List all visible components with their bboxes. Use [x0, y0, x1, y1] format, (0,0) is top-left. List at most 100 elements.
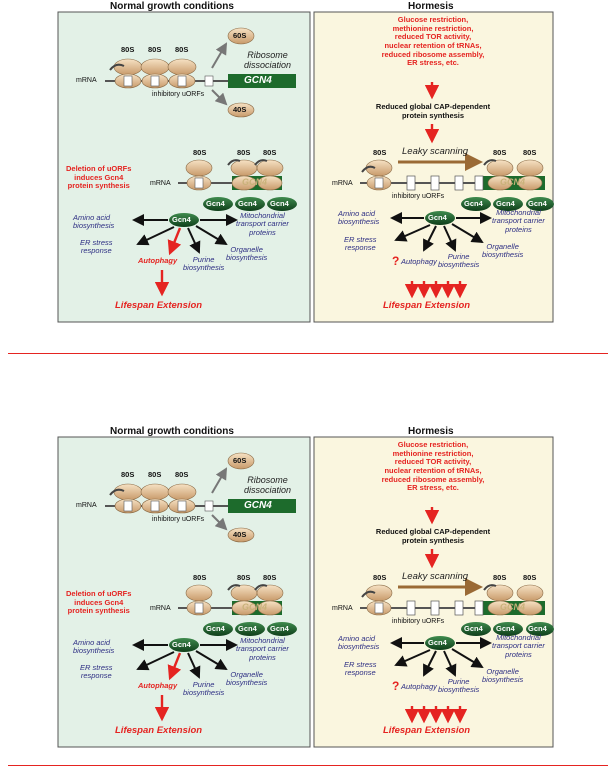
gcn4-protein — [169, 638, 199, 652]
figure-graphics — [57, 11, 554, 323]
purine-label: Purine biosynthesis — [438, 252, 480, 270]
gcn4-protein — [425, 636, 455, 650]
lifespan-extension-label: Lifespan Extension — [383, 300, 471, 311]
gcn4-protein-label: Gcn4 — [428, 213, 447, 222]
question-mark: ? — [392, 254, 400, 268]
ribosome-label: 80S — [373, 573, 387, 582]
gcn4-protein-label: Gcn4 — [172, 215, 191, 224]
mrna-label: mRNA — [76, 77, 97, 84]
ribosome-80s — [185, 584, 213, 616]
gcn4-gene-label: GCN4 — [242, 602, 268, 612]
gcn4-gene-label: GCN4 — [500, 177, 526, 187]
mito-label: Mitochondrial transport carrier proteins — [236, 636, 289, 662]
mito-label: Mitochondrial transport carrier proteins — [236, 211, 289, 237]
uorfs-label: inhibitory uORFs — [152, 516, 205, 523]
ribosome-label: 80S — [121, 470, 135, 479]
subunit-60s — [227, 27, 255, 45]
ribosome-80s — [140, 58, 170, 89]
uorf-box — [474, 600, 484, 616]
purine-label: Purine biosynthesis — [438, 677, 480, 695]
ribosome-label: 80S — [493, 148, 507, 157]
figure-copy-2: Normal growth conditions 80S 80S 80S 60S… — [0, 425, 615, 755]
ribosome-dissociation-label: Ribosome dissociation — [244, 50, 292, 70]
gcn4-protein-label: Gcn4 — [206, 624, 225, 633]
ribosome-label: 80S — [263, 573, 277, 582]
mrna-label: mRNA — [332, 180, 353, 187]
lifespan-extension-label: Lifespan Extension — [383, 725, 471, 736]
figure-copy-1: Normal growth conditions 80S 80S 80S 60S… — [0, 0, 615, 330]
figure-graphics — [57, 436, 554, 748]
ribosome-80s — [365, 159, 393, 191]
gcn4-protein — [526, 197, 554, 211]
ribosome-label: 80S — [237, 148, 251, 157]
gcn4-protein-label: Gcn4 — [496, 199, 515, 208]
panel-title: Normal growth conditions — [110, 426, 234, 437]
gcn4-protein-label: Gcn4 — [270, 199, 289, 208]
deletion-uorfs-text: Deletion of uORFs induces Gcn4 protein s… — [66, 164, 132, 191]
mrna-label: mRNA — [332, 605, 353, 612]
subunit-40s-label: 40S — [233, 105, 247, 114]
gcn4-protein — [425, 211, 455, 225]
amino-acid-label: Amino acid biosynthesis — [338, 634, 380, 652]
red-separator — [8, 353, 608, 354]
gcn4-protein — [267, 622, 297, 636]
gcn4-protein — [493, 197, 523, 211]
reduced-cap-synthesis: Reduced global CAP-dependent protein syn… — [375, 102, 491, 120]
gcn4-gene-label: GCN4 — [242, 177, 268, 187]
mrna-label: mRNA — [76, 502, 97, 509]
reduced-cap-synthesis: Reduced global CAP-dependent protein syn… — [375, 527, 491, 545]
gcn4-protein-label: Gcn4 — [464, 624, 483, 633]
uorf-box — [474, 175, 484, 191]
ribosome-80s — [516, 584, 544, 616]
er-stress-label: ER stress response — [344, 660, 377, 678]
ribosome-label: 80S — [493, 573, 507, 582]
er-stress-label: ER stress response — [80, 663, 113, 681]
ribosome-label: 80S — [175, 45, 189, 54]
panel-title: Normal growth conditions — [110, 1, 234, 12]
uorf-box — [430, 175, 440, 191]
gcn4-protein-label: Gcn4 — [464, 199, 483, 208]
ribosome-80s — [167, 58, 197, 89]
uorfs-label: inhibitory uORFs — [392, 618, 445, 625]
gcn4-protein-label: Gcn4 — [238, 199, 257, 208]
red-separator — [8, 765, 608, 766]
er-stress-label: ER stress response — [344, 235, 377, 253]
gcn4-protein-label: Gcn4 — [206, 199, 225, 208]
ribosome-80s — [185, 159, 213, 191]
subunit-60s — [227, 452, 255, 470]
gcn4-protein — [493, 622, 523, 636]
gcn4-gene-box — [228, 499, 296, 513]
ribosome-label: 80S — [523, 148, 537, 157]
question-mark: ? — [392, 679, 400, 693]
ribosome-80s — [365, 584, 393, 616]
gcn4-protein — [203, 197, 233, 211]
subunit-40s — [227, 102, 255, 118]
ribosome-80s — [230, 584, 258, 616]
leaky-scanning-label: Leaky scanning — [402, 146, 469, 157]
mrna-label: mRNA — [150, 605, 171, 612]
mrna-label: mRNA — [150, 180, 171, 187]
lifespan-extension-label: Lifespan Extension — [115, 725, 203, 736]
er-stress-label: ER stress response — [80, 238, 113, 256]
hormesis-causes: Glucose restriction, methionine restrict… — [381, 15, 485, 68]
ribosome-80s — [140, 483, 170, 514]
gcn4-protein — [526, 622, 554, 636]
gcn4-protein-label: Gcn4 — [428, 638, 447, 647]
organelle-label: Organelle biosynthesis — [482, 242, 524, 260]
ribosome-80s — [486, 584, 514, 616]
lifespan-extension-label: Lifespan Extension — [115, 300, 203, 311]
ribosome-dissociation-label: Ribosome dissociation — [244, 475, 292, 495]
gcn4-protein-label: Gcn4 — [238, 624, 257, 633]
gcn4-gene-box — [228, 74, 296, 88]
mito-label: Mitochondrial transport carrier proteins — [492, 208, 545, 234]
gcn4-gene-label: GCN4 — [244, 75, 272, 86]
gcn4-protein-label: Gcn4 — [172, 640, 191, 649]
ribosome-label: 80S — [523, 573, 537, 582]
amino-acid-label: Amino acid biosynthesis — [73, 213, 115, 231]
hormesis-causes: Glucose restriction, methionine restrict… — [381, 440, 485, 493]
uorfs-label: inhibitory uORFs — [152, 91, 205, 98]
panel-title: Hormesis — [408, 426, 454, 437]
uorf-box — [406, 600, 416, 616]
ribosome-80s — [230, 159, 258, 191]
ribosome-label: 80S — [263, 148, 277, 157]
